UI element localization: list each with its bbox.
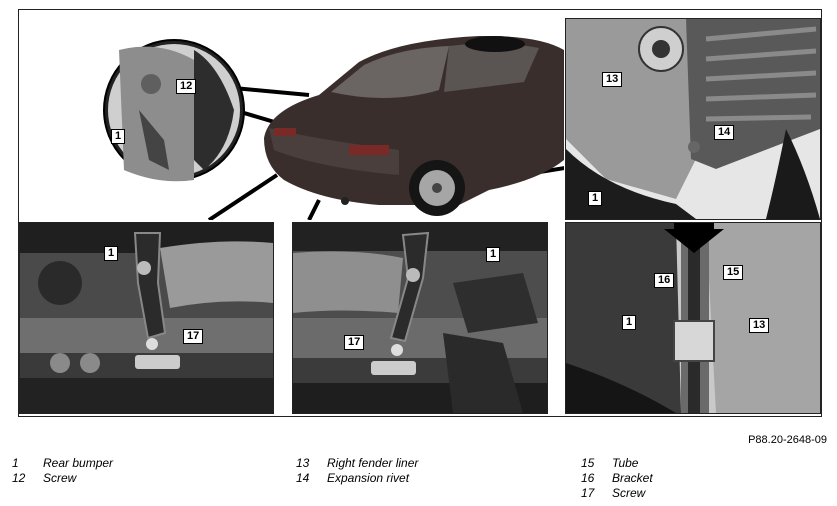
callout-screw-17: 17: [183, 329, 204, 344]
legend-label: Rear bumper: [43, 456, 114, 470]
legend-label: Screw: [43, 471, 77, 485]
bumper-right-illustration: [293, 223, 547, 413]
figure-reference-code: P88.20-2648-09: [748, 434, 827, 446]
callout-screw-12: 12: [176, 79, 197, 94]
bumper-left-illustration: [20, 223, 273, 413]
legend-label: Tube: [612, 456, 639, 470]
legend-number: 17: [581, 486, 595, 500]
fender-liner-photo: 13 14 1: [565, 18, 821, 220]
legend-number: 15: [581, 456, 595, 470]
legend-number: 16: [581, 471, 595, 485]
callout-bracket-16: 16: [654, 273, 675, 288]
legend-label: Expansion rivet: [327, 471, 410, 485]
fender-tube-bracket-illustration: [566, 223, 820, 413]
callout-rear-bumper-1: 1: [588, 191, 603, 206]
fender-liner-illustration: [566, 19, 820, 219]
legend-column-3: 15 Tube 16 Bracket 17 Screw: [581, 456, 653, 501]
callout-expansion-rivet-14: 14: [714, 125, 735, 140]
callout-right-fender-liner-13: 13: [602, 72, 623, 87]
diagram-figure: 12 1 13 14 1 15 1: [18, 9, 822, 417]
legend-item: 13 Right fender liner: [296, 456, 418, 471]
legend-label: Screw: [612, 486, 646, 500]
legend-item: 17 Screw: [581, 486, 653, 501]
legend-number: 14: [296, 471, 310, 485]
car-overview-photo: 12 1: [19, 10, 564, 220]
callout-tube-15: 15: [723, 265, 744, 280]
legend-item: 15 Tube: [581, 456, 653, 471]
legend-item: 14 Expansion rivet: [296, 471, 418, 486]
legend-number: 13: [296, 456, 310, 470]
car-overview-illustration: [103, 35, 564, 220]
legend-item: 1 Rear bumper: [12, 456, 113, 471]
callout-rear-bumper-1: 1: [111, 129, 126, 144]
legend-item: 12 Screw: [12, 471, 113, 486]
fender-tube-bracket-photo: 15 16 1 13: [565, 222, 821, 414]
legend-column-2: 13 Right fender liner 14 Expansion rivet: [296, 456, 418, 486]
legend-label: Right fender liner: [327, 456, 419, 470]
callout-rear-bumper-1: 1: [104, 246, 119, 261]
legend-item: 16 Bracket: [581, 471, 653, 486]
callout-right-fender-liner-13: 13: [749, 318, 770, 333]
callout-rear-bumper-1: 1: [486, 247, 501, 262]
callout-rear-bumper-1: 1: [622, 315, 637, 330]
legend-label: Bracket: [612, 471, 653, 485]
legend-number: 1: [12, 456, 19, 470]
callout-screw-17: 17: [344, 335, 365, 350]
legend-number: 12: [12, 471, 26, 485]
bumper-right-photo: 1 17: [292, 222, 548, 414]
legend-column-1: 1 Rear bumper 12 Screw: [12, 456, 113, 486]
bumper-left-photo: 1 17: [19, 222, 274, 414]
